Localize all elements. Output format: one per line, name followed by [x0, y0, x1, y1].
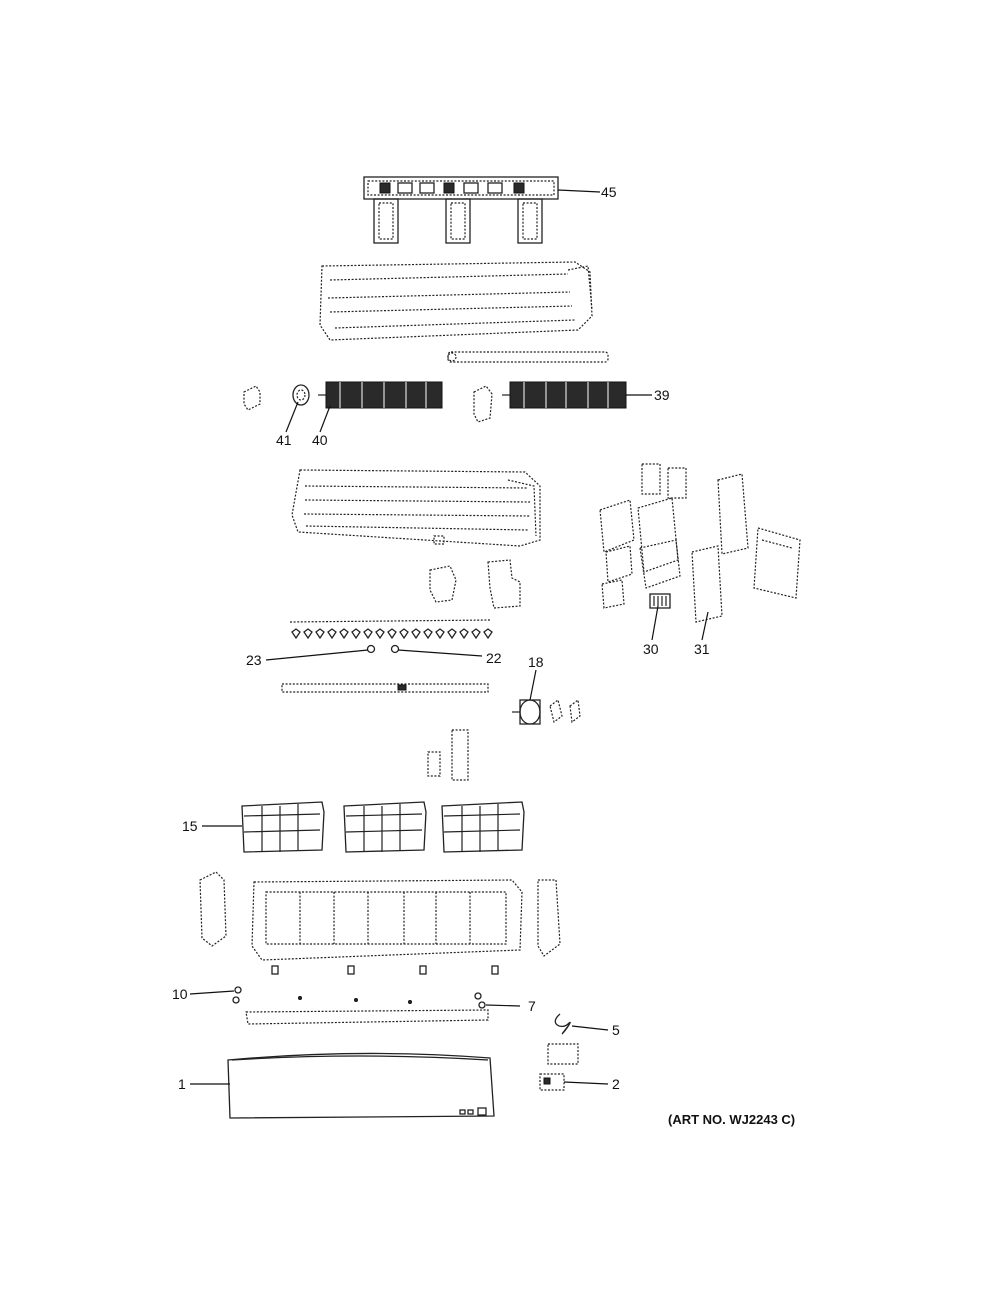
louver-rail [289, 619, 493, 640]
screws-small [298, 996, 412, 1004]
leader-5 [571, 1025, 609, 1031]
filter-bracket-small [427, 751, 441, 777]
callout-2: 2 [612, 1076, 620, 1092]
display-strip [245, 1009, 489, 1025]
callout-labels: 45 41 40 39 30 31 23 22 18 15 10 7 5 1 2 [172, 184, 710, 1092]
part-23-clip [366, 644, 376, 654]
leader-41 [285, 401, 299, 433]
callout-22: 22 [486, 650, 502, 666]
part-45-mounting-plate [363, 176, 559, 244]
part-22-clip [390, 644, 400, 654]
part-1-front-panel [227, 1052, 495, 1119]
filter-bracket-tall [451, 729, 469, 781]
callout-23: 23 [246, 652, 262, 668]
leader-30 [651, 605, 659, 641]
leader-lines [189, 189, 709, 1085]
leader-45 [557, 189, 601, 193]
part-41-bearing [292, 384, 310, 406]
part-41-bearing-holder [243, 385, 261, 411]
callout-15: 15 [182, 818, 198, 834]
part-10-screw [232, 986, 242, 1004]
part-2-receiver-board [539, 1073, 565, 1091]
evaporator-bracket-left [429, 565, 457, 603]
chassis-housing [319, 261, 593, 341]
part-39-blower-wheel-right [502, 381, 627, 409]
part-15-filter-center [343, 801, 427, 853]
callout-1: 1 [178, 1076, 186, 1092]
display-board [547, 1043, 579, 1065]
callout-5: 5 [612, 1022, 620, 1038]
callout-40: 40 [312, 432, 328, 448]
evaporator-coil [291, 469, 541, 547]
connecting-rod [281, 683, 489, 693]
callout-41: 41 [276, 432, 292, 448]
callout-18: 18 [528, 654, 544, 670]
part-15-filter-left [241, 801, 325, 853]
callout-30: 30 [643, 641, 659, 657]
drain-tube [447, 351, 609, 363]
frame-clips [271, 965, 499, 975]
callout-45: 45 [601, 184, 617, 200]
evaporator-bracket-right [487, 559, 521, 609]
leader-22 [397, 649, 483, 657]
callout-39: 39 [654, 387, 670, 403]
callout-31: 31 [694, 641, 710, 657]
callout-10: 10 [172, 986, 188, 1002]
leader-7 [485, 1004, 521, 1007]
leader-40 [319, 405, 331, 433]
leader-23 [265, 649, 369, 661]
part-15-filter-right [441, 801, 525, 853]
center-bearing [473, 385, 493, 423]
leader-10 [189, 990, 235, 995]
side-cover-right [537, 879, 561, 957]
part-7-screw [474, 992, 486, 1009]
part-5-wire [554, 1013, 571, 1035]
leader-31 [701, 611, 709, 641]
leader-18 [529, 669, 537, 701]
leader-2 [563, 1081, 609, 1085]
art-number: (ART NO. WJ2243 C) [668, 1112, 796, 1127]
part-18-step-motor [512, 698, 581, 725]
side-cover-left [199, 871, 227, 947]
part-40-blower-wheel-left [318, 381, 443, 409]
control-box-assembly [599, 463, 801, 623]
louver-blades [291, 628, 493, 640]
front-frame [251, 879, 523, 961]
callout-7: 7 [528, 998, 536, 1014]
